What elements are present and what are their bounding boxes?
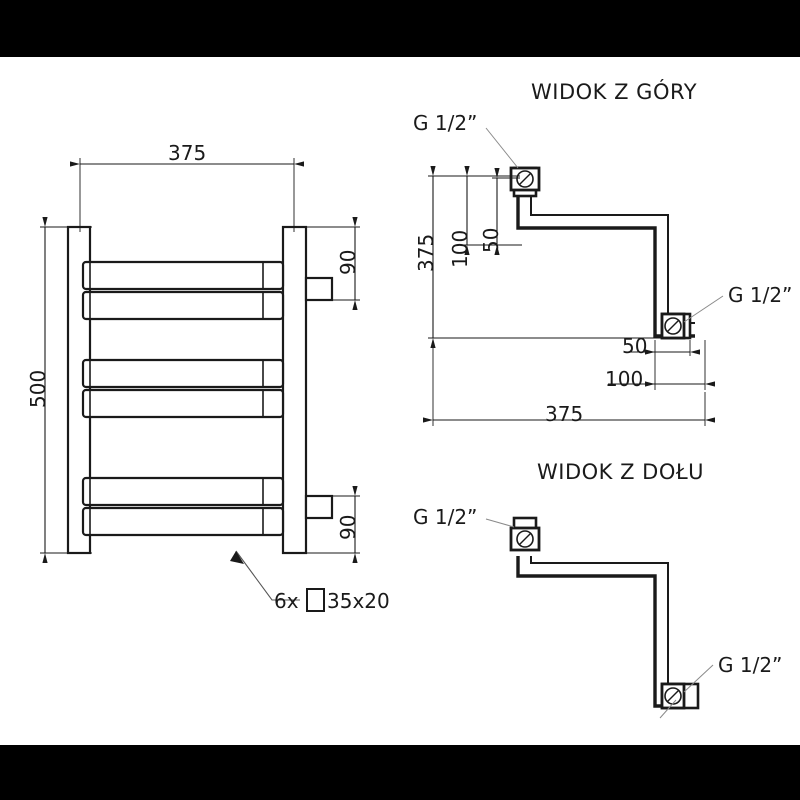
front-view-bar (81, 506, 285, 537)
front-view-connector-stub-top (304, 276, 334, 302)
leader-arrow-bar-note (230, 551, 244, 564)
dim-label-top-view-375-horizontal: 375 (545, 402, 584, 426)
dim-label-top-view-100-horizontal: 100 (605, 367, 644, 391)
front-view-bar (81, 290, 285, 321)
note-label-bar-size: 35x20 (327, 589, 390, 613)
leader-line-bottom-view-right-thread-tail (659, 699, 677, 719)
front-view-bar (81, 358, 285, 389)
top-view-title: WIDOK Z GÓRY (531, 80, 698, 104)
leader-line-top-view-left-thread (485, 127, 519, 169)
top-view-left-thread-label: G 1/2” (413, 111, 478, 135)
front-view-bars (81, 260, 285, 537)
front-view-bar (81, 476, 285, 507)
leader-line-bottom-view-left-thread (485, 518, 515, 528)
dim-label-front-top-offset: 90 (336, 249, 360, 275)
front-view-bar (81, 260, 285, 291)
bottom-view-group (485, 516, 714, 719)
letterbox-band-top (0, 0, 800, 57)
dim-label-top-view-375-vertical: 375 (414, 233, 438, 272)
square-profile-icon (306, 588, 325, 612)
top-view-pipe-inner (530, 190, 695, 324)
leader-line-bar-note (235, 550, 300, 601)
bottom-view-left-valve-slash (518, 532, 532, 546)
top-view-group (423, 127, 724, 426)
front-view-bar (81, 388, 285, 419)
dim-label-top-view-50-vertical: 50 (479, 227, 503, 253)
bottom-view-title: WIDOK Z DOŁU (537, 460, 705, 484)
letterbox-band-bottom (0, 745, 800, 800)
top-view-left-valve-slash (518, 172, 532, 186)
front-view-connector-stub-bottom (304, 494, 334, 520)
dim-label-front-width: 375 (168, 141, 207, 165)
top-view-right-thread-label: G 1/2” (728, 283, 793, 307)
dim-label-front-bottom-offset: 90 (336, 514, 360, 540)
front-view-right-rail (281, 225, 308, 555)
dim-label-front-height: 500 (26, 369, 50, 408)
note-label-bar-count: 6x (274, 589, 299, 613)
leader-line-bottom-view-right-thread (683, 664, 714, 693)
dim-label-top-view-100-vertical: 100 (448, 229, 472, 268)
top-view-right-valve-slash (666, 319, 680, 333)
bottom-view-right-thread-label: G 1/2” (718, 653, 783, 677)
front-view-group (40, 158, 360, 612)
leader-line-top-view-right-thread (683, 295, 724, 323)
bottom-view-left-thread-label: G 1/2” (413, 505, 478, 529)
bottom-view-right-valve-slash (666, 689, 680, 703)
dim-label-top-view-50-horizontal: 50 (622, 334, 648, 358)
